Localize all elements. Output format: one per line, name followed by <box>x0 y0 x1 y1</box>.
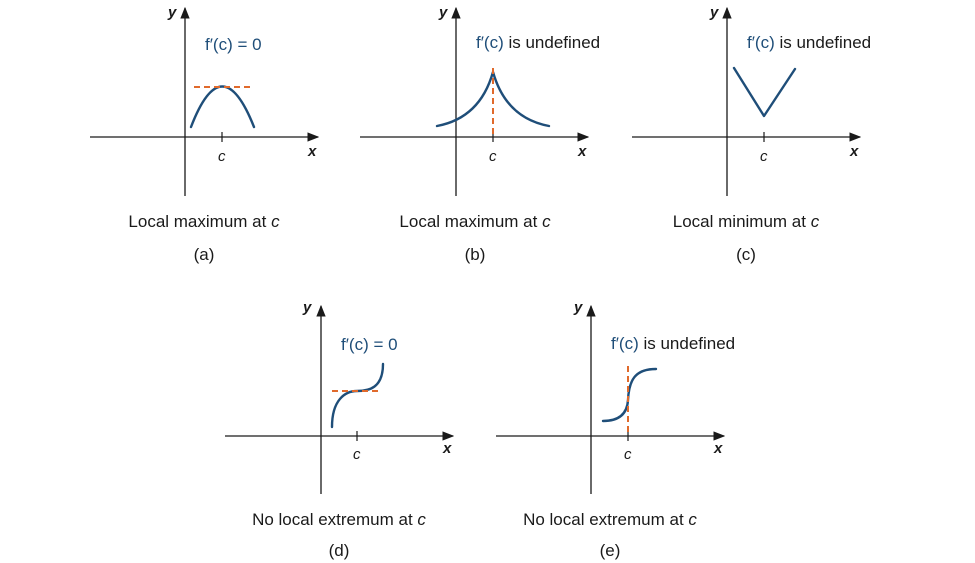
panel-c-letter: (c) <box>736 245 756 264</box>
panel-e-condition: f′(c) is undefined <box>611 334 735 353</box>
panel-a-x-label: x <box>307 143 317 160</box>
panel-a-condition: f′(c) = 0 <box>205 35 262 54</box>
panel-c-caption: Local minimum at c <box>673 212 820 231</box>
panel-d-y-label: y <box>302 299 312 316</box>
panel-a-letter: (a) <box>194 245 215 264</box>
panel-b-condition: f′(c) is undefined <box>476 33 600 52</box>
panel-c-curve <box>732 66 797 118</box>
panel-b-x-label: x <box>577 143 587 160</box>
panel-e-c-label: c <box>624 446 632 463</box>
panel-a-curve <box>189 85 256 129</box>
panel-a-c-label: c <box>218 148 226 165</box>
panel-a-y-label: y <box>167 4 177 21</box>
panel-e-y-label: y <box>573 299 583 316</box>
panel-d-letter: (d) <box>329 541 350 560</box>
panel-b-caption: Local maximum at c <box>399 212 551 231</box>
panel-c-x-label: x <box>849 143 859 160</box>
panel-b-c-label: c <box>489 148 497 165</box>
panel-c-y-label: y <box>709 4 719 21</box>
panel-d: c x y f′(c) = 0 No local extremum at c (… <box>225 299 455 560</box>
panel-d-x-label: x <box>442 440 452 457</box>
panel-d-caption: No local extremum at c <box>252 510 426 529</box>
panel-a: c x y f′(c) = 0 Local maximum at c (a) <box>90 4 320 264</box>
panel-d-c-label: c <box>353 446 361 463</box>
panel-e-letter: (e) <box>600 541 621 560</box>
panel-e-caption: No local extremum at c <box>523 510 697 529</box>
panel-b-y-label: y <box>438 4 448 21</box>
panel-c-c-label: c <box>760 148 768 165</box>
panel-e-x-label: x <box>713 440 723 457</box>
panel-d-condition: f′(c) = 0 <box>341 335 398 354</box>
panel-b: c x y f′(c) is undefined Local maximum a… <box>360 4 600 264</box>
panel-c-condition: f′(c) is undefined <box>747 33 871 52</box>
panel-c: c x y f′(c) is undefined Local minimum a… <box>632 4 871 264</box>
panel-d-curve <box>330 362 385 429</box>
panel-e-curve <box>601 367 658 423</box>
panel-a-caption: Local maximum at c <box>128 212 280 231</box>
panel-e: c x y f′(c) is undefined No local extrem… <box>496 299 735 560</box>
panel-b-letter: (b) <box>465 245 486 264</box>
